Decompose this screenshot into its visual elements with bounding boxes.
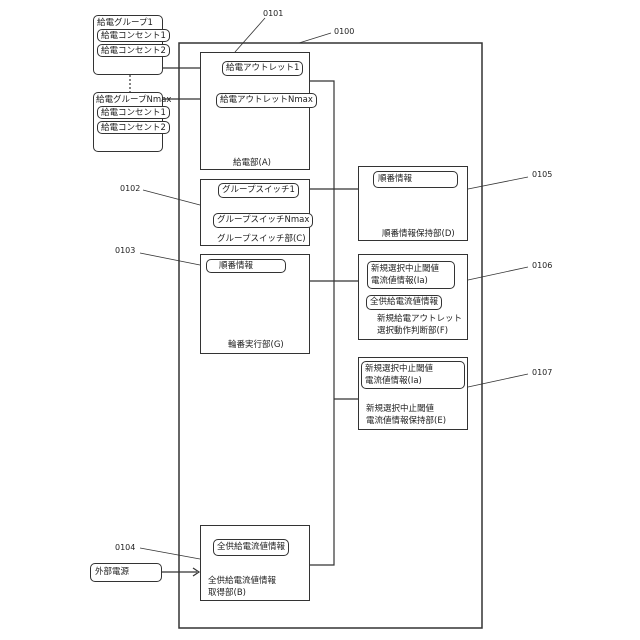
- threshold-current-item: 新規選択中止閾値 電流値情報(Ia): [367, 261, 455, 289]
- group-switch-unit-c: グループスイッチ1 グループスイッチNmax グループスイッチ部(C): [200, 179, 310, 246]
- power-outlet-item: 給電コンセント2: [97, 121, 170, 134]
- ref-0107: 0107: [532, 368, 552, 377]
- threshold-holding-unit-e: 新規選択中止閾値 電流値情報(Ia) 新規選択中止閾値 電流値情報保持部(E): [358, 357, 468, 430]
- bus-line: [309, 81, 334, 565]
- threshold-current-item: 新規選択中止閾値 電流値情報(Ia): [361, 361, 465, 389]
- power-group-nmax: 給電グループNmax 給電コンセント1 給電コンセント2: [93, 92, 163, 152]
- ref-0106: 0106: [532, 261, 552, 270]
- total-current-acq-unit-b: 全供給電流値情報 全供給電流値情報 取得部(B): [200, 525, 310, 601]
- order-info-item: 順番情報: [373, 171, 458, 188]
- order-info-holding-unit-d: 順番情報 順番情報保持部(D): [358, 166, 468, 241]
- power-group-title: 給電グループNmax: [96, 94, 171, 106]
- outlet-selection-judge-unit-f: 新規選択中止閾値 電流値情報(Ia) 全供給電流値情報 新規給電アウトレット 選…: [358, 254, 468, 340]
- ref-0104: 0104: [115, 543, 135, 552]
- outlet-item: 給電アウトレット1: [222, 61, 303, 76]
- outlet-item: 給電アウトレットNmax: [216, 93, 317, 108]
- order-info-item: 順番情報: [206, 259, 286, 273]
- ref-0101: 0101: [263, 9, 283, 18]
- external-power-source: 外部電源: [90, 563, 162, 582]
- switch-item: グループスイッチ1: [218, 183, 299, 198]
- ref-0100: 0100: [334, 27, 354, 36]
- unit-label: グループスイッチ部(C): [217, 233, 306, 245]
- rotation-exec-unit-g: 順番情報 輪番実行部(G): [200, 254, 310, 354]
- unit-label: 新規給電アウトレット 選択動作判断部(F): [377, 313, 462, 337]
- switch-item: グループスイッチNmax: [213, 213, 313, 228]
- total-current-item: 全供給電流値情報: [366, 295, 442, 310]
- unit-label: 新規選択中止閾値 電流値情報保持部(E): [366, 403, 446, 427]
- ref-0102: 0102: [120, 184, 140, 193]
- unit-label: 順番情報保持部(D): [382, 228, 455, 240]
- power-outlet-item: 給電コンセント1: [97, 29, 170, 42]
- ref-0105: 0105: [532, 170, 552, 179]
- power-outlet-item: 給電コンセント1: [97, 106, 170, 119]
- total-current-item: 全供給電流値情報: [213, 539, 289, 556]
- unit-label: 全供給電流値情報 取得部(B): [208, 575, 276, 599]
- power-supply-unit-a: 給電アウトレット1 給電アウトレットNmax 給電部(A): [200, 52, 310, 170]
- unit-label: 輪番実行部(G): [228, 339, 284, 351]
- unit-label: 給電部(A): [233, 157, 271, 169]
- power-group-title: 給電グループ1: [97, 17, 153, 29]
- power-outlet-item: 給電コンセント2: [97, 44, 170, 57]
- ref-0103: 0103: [115, 246, 135, 255]
- power-group-1: 給電グループ1 給電コンセント1 給電コンセント2: [93, 15, 163, 75]
